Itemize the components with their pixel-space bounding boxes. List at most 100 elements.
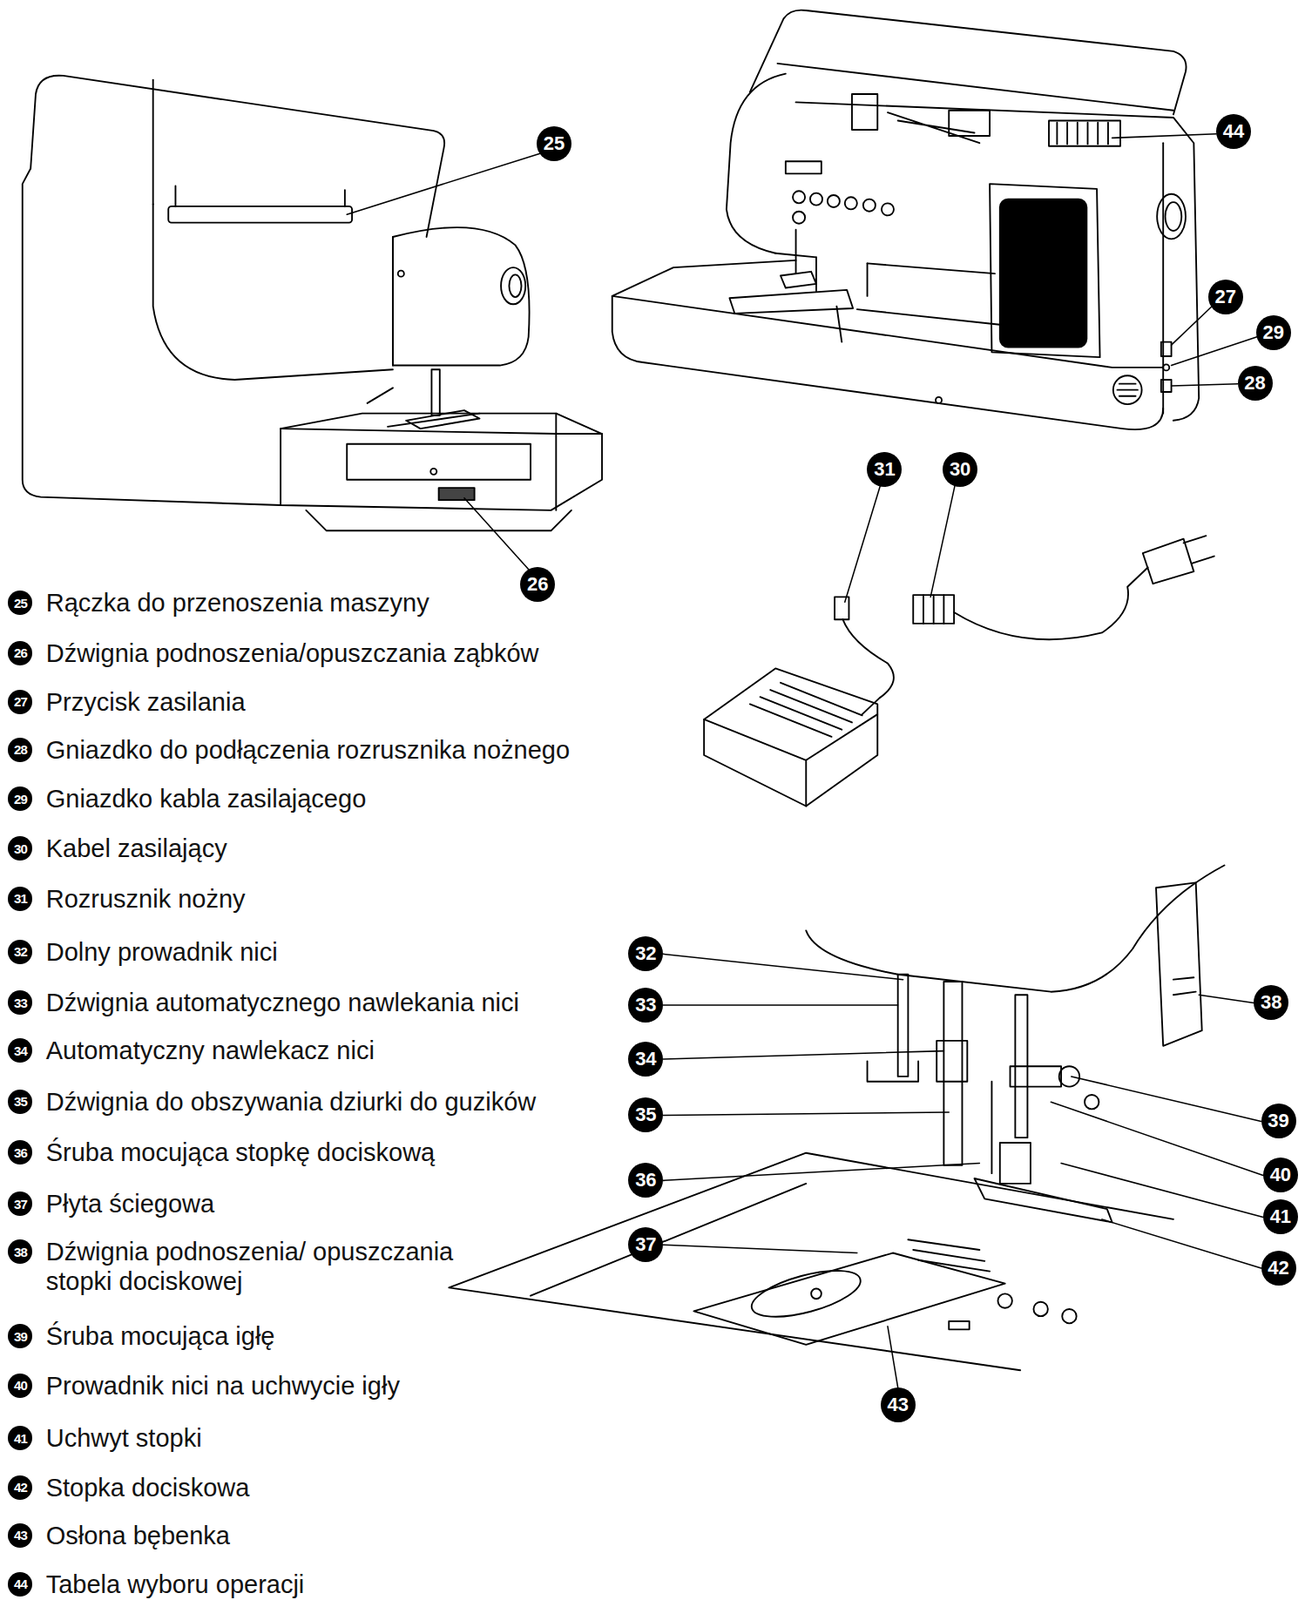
machine-side-view-part — [152, 80, 155, 205]
machine-side-view — [22, 75, 602, 532]
machine-side-view-part — [346, 444, 531, 481]
foot-pedal-and-cords-part — [703, 668, 878, 806]
part-name: Uchwyt stopki — [46, 1423, 203, 1454]
callout-number: 43 — [880, 1387, 916, 1423]
part-name: Dźwignia podnoszenia/ opuszczania stopki… — [46, 1237, 456, 1297]
needle-area-closeup-part — [1059, 1066, 1080, 1087]
part-name: Dźwignia automatycznego nawlekania nici — [46, 987, 520, 1018]
list-number: 44 — [7, 1572, 33, 1597]
machine-front-view-part — [836, 306, 1000, 343]
machine-side-view-part — [398, 270, 405, 278]
machine-side-view-part — [22, 169, 281, 507]
list-number: 33 — [7, 990, 33, 1015]
callout-number: 44 — [1216, 114, 1251, 149]
foot-pedal-and-cords-part — [1183, 535, 1215, 564]
callout-number: 41 — [1263, 1199, 1299, 1235]
leader-lines-part — [1112, 134, 1217, 139]
callout-number: 39 — [1261, 1103, 1297, 1139]
machine-side-view-part — [367, 387, 481, 427]
foot-pedal-and-cords-part — [1142, 539, 1195, 585]
machine-side-view-part — [508, 274, 521, 298]
machine-front-view-part — [796, 101, 1200, 420]
callout-number: 38 — [1253, 985, 1289, 1021]
machine-front-view-part — [792, 211, 805, 224]
machine-front-view-part — [863, 199, 876, 212]
list-number: 25 — [7, 590, 33, 616]
list-number: 28 — [7, 737, 33, 763]
machine-side-view-part — [175, 185, 345, 206]
callout-number: 37 — [628, 1227, 663, 1263]
part-name: Śruba mocująca igłę — [46, 1321, 276, 1352]
leader-lines-part — [662, 1163, 980, 1181]
machine-front-view-part — [1165, 202, 1183, 231]
callout-number: 33 — [628, 987, 663, 1023]
machine-side-view-part — [280, 413, 602, 511]
needle-area-closeup-part — [1084, 1095, 1099, 1109]
machine-side-view-part — [153, 204, 393, 380]
machine-front-view-part — [792, 190, 805, 203]
machine-side-view-part — [431, 369, 440, 416]
machine-front-view-part — [1048, 120, 1121, 146]
leader-lines-part — [1171, 384, 1238, 386]
list-number: 30 — [7, 836, 33, 861]
list-number: 36 — [7, 1140, 33, 1165]
callout-number: 30 — [942, 452, 978, 487]
machine-front-view-part — [827, 195, 840, 208]
leader-lines-part — [887, 1326, 899, 1388]
list-number: 35 — [7, 1089, 33, 1115]
machine-front-view-part — [881, 202, 894, 216]
callout-number: 27 — [1208, 279, 1244, 315]
leader-lines-part — [1198, 994, 1254, 1003]
foot-pedal-and-cords-part — [703, 714, 878, 806]
callout-number: 42 — [1261, 1250, 1297, 1286]
leader-lines-part — [662, 1244, 858, 1253]
list-number: 43 — [7, 1523, 33, 1549]
machine-front-view-part — [1156, 194, 1186, 240]
machine-side-view-part — [430, 468, 437, 475]
list-number: 31 — [7, 886, 33, 912]
callout-number: 32 — [628, 936, 663, 972]
part-name: Dźwignia podnoszenia/opuszczania ząbków — [46, 638, 540, 669]
callout-number: 25 — [536, 126, 572, 162]
list-number: 41 — [7, 1426, 33, 1451]
leader-lines-part — [662, 953, 903, 980]
machine-side-view-part — [439, 487, 475, 501]
machine-side-view-part — [280, 413, 602, 511]
leader-lines-part — [346, 153, 541, 215]
machine-front-view-part — [845, 196, 858, 210]
machine-front-view-part — [948, 110, 990, 136]
machine-front-view-part — [1161, 342, 1172, 357]
needle-area-closeup-part — [907, 1239, 990, 1272]
leader-lines-part — [662, 1112, 949, 1116]
machine-front-view-part — [795, 229, 798, 274]
callout-number: 31 — [866, 452, 902, 487]
machine-front-view-part — [887, 112, 980, 143]
leader-lines-part — [1171, 304, 1215, 345]
machine-front-view — [612, 10, 1199, 431]
needle-area-closeup-part — [1000, 1142, 1031, 1184]
machine-front-view-part — [1113, 375, 1143, 405]
leader-lines-part — [464, 498, 531, 572]
needle-area-closeup-part — [898, 974, 909, 1077]
needle-area-closeup-part — [997, 1293, 1012, 1308]
callout-number: 34 — [628, 1041, 663, 1077]
needle-area-closeup-part — [1061, 1309, 1076, 1324]
machine-side-view-part — [392, 236, 394, 366]
needle-area-closeup-part — [990, 1081, 993, 1174]
callout-number: 28 — [1237, 365, 1273, 401]
machine-front-view-part — [726, 74, 786, 254]
needle-area-closeup-part — [747, 1261, 866, 1326]
leader-lines-part — [1171, 337, 1258, 366]
needle-area-closeup-part — [948, 1321, 969, 1330]
machine-front-view-part — [1161, 379, 1172, 393]
leader-lines-part — [845, 485, 881, 603]
callout-number: 40 — [1263, 1157, 1299, 1193]
leader-lines-part — [1102, 1219, 1262, 1269]
part-name: Gniazdko do podłączenia rozrusznika nożn… — [46, 735, 570, 765]
leader-lines-part — [1061, 1163, 1264, 1218]
machine-front-view-part — [1000, 199, 1088, 348]
machine-front-view-part — [612, 260, 1164, 368]
leader-lines-part — [662, 1004, 898, 1007]
machine-side-view-part — [168, 206, 352, 224]
